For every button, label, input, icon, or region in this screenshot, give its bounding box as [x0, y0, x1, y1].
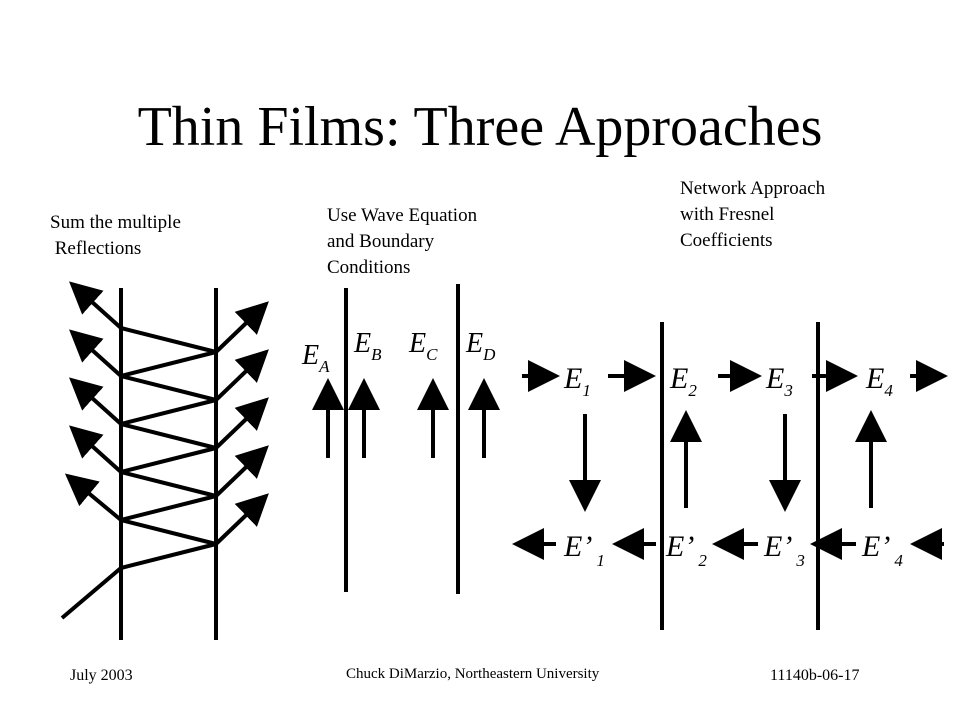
caption-multiple-reflections: Sum the multiple Reflections	[50, 210, 181, 262]
field-label-c: EC	[408, 328, 438, 364]
transmitted-ray	[214, 397, 269, 450]
caption-network-approach: Network Approach with Fresnel Coefficien…	[680, 176, 825, 254]
transmitted-ray	[214, 493, 269, 546]
transmitted-ray	[214, 445, 269, 498]
footer-slide-id: 11140b-06-17	[770, 667, 860, 684]
transmitted-ray	[214, 349, 269, 402]
reflected-ray	[69, 377, 123, 426]
wave-equation-labels: EA EB EC ED	[301, 328, 496, 376]
forward-field-label: E3	[765, 362, 793, 400]
caption-line: Coefficients	[680, 230, 773, 251]
network-approach-diagram	[512, 322, 948, 630]
transmitted-ray	[214, 301, 269, 354]
backward-field-label: E’1	[563, 530, 605, 570]
zigzag-ray-path	[60, 326, 217, 620]
caption-line: Use Wave Equation	[327, 205, 478, 226]
caption-line: Network Approach	[680, 178, 826, 199]
network-approach-labels: E1 E2 E3 E4 E’1 E’2 E’3 E’4	[563, 362, 903, 570]
slide-title: Thin Films: Three Approaches	[137, 96, 823, 158]
field-label-b: EB	[353, 328, 382, 364]
forward-field-label: E2	[669, 362, 697, 400]
field-label-d: ED	[465, 328, 496, 364]
footer-author: Chuck DiMarzio, Northeastern University	[346, 666, 600, 682]
footer-date: July 2003	[70, 667, 133, 684]
caption-line: Sum the multiple	[50, 212, 181, 233]
caption-wave-equation: Use Wave Equation and Boundary Condition…	[327, 203, 477, 281]
forward-field-label: E1	[563, 362, 591, 400]
forward-field-label: E4	[865, 362, 893, 400]
caption-line: with Fresnel	[680, 204, 775, 225]
field-label-a: EA	[301, 340, 330, 376]
backward-field-label: E’3	[763, 530, 805, 570]
backward-field-label: E’4	[861, 530, 903, 570]
wave-equation-diagram	[312, 284, 500, 594]
multiple-reflections-diagram	[60, 281, 269, 640]
caption-line: Reflections	[50, 238, 142, 259]
reflected-ray	[64, 473, 123, 522]
caption-line: and Boundary	[327, 231, 435, 252]
reflected-ray	[69, 425, 123, 474]
reflected-ray	[69, 329, 123, 378]
reflected-ray	[69, 281, 123, 330]
backward-field-label: E’2	[665, 530, 707, 570]
caption-line: Conditions	[327, 257, 411, 278]
